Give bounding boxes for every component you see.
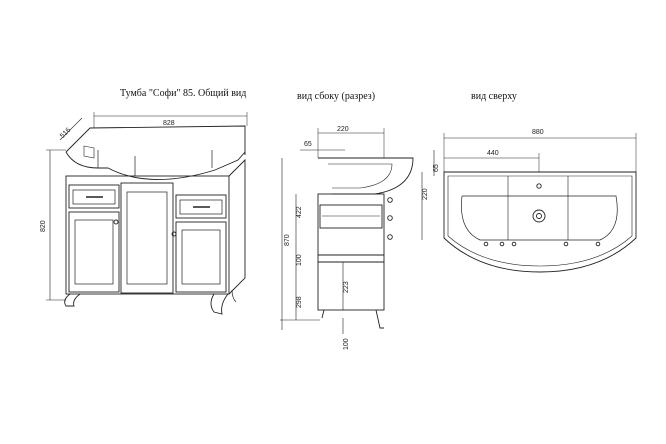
side-view-title: вид сбоку (разрез)	[297, 91, 376, 102]
top-view-title: вид сверху	[471, 91, 517, 102]
front-depth-label: 516	[59, 127, 72, 140]
side-lower-label: 298	[296, 296, 303, 308]
side-height-label: 870	[284, 234, 291, 246]
side-view	[280, 128, 414, 334]
front-view	[46, 112, 248, 315]
side-foot-label: 100	[343, 338, 350, 350]
front-height-label: 820	[40, 220, 47, 232]
top-half-label: 440	[487, 150, 499, 157]
front-width-label: 828	[163, 120, 175, 127]
side-depth-label: 220	[337, 126, 349, 133]
side-upper-label: 422	[296, 206, 303, 218]
top-view	[421, 133, 637, 273]
general-view-title: Тумба "Софи" 85. Общий вид	[120, 88, 247, 99]
top-depth-label: 220	[422, 188, 429, 200]
side-inner-label: 223	[343, 281, 350, 293]
side-gap-label: 100	[296, 254, 303, 266]
top-offset-label: 65	[433, 164, 440, 172]
side-offset-label: 65	[304, 141, 312, 148]
top-width-label: 880	[532, 129, 544, 136]
